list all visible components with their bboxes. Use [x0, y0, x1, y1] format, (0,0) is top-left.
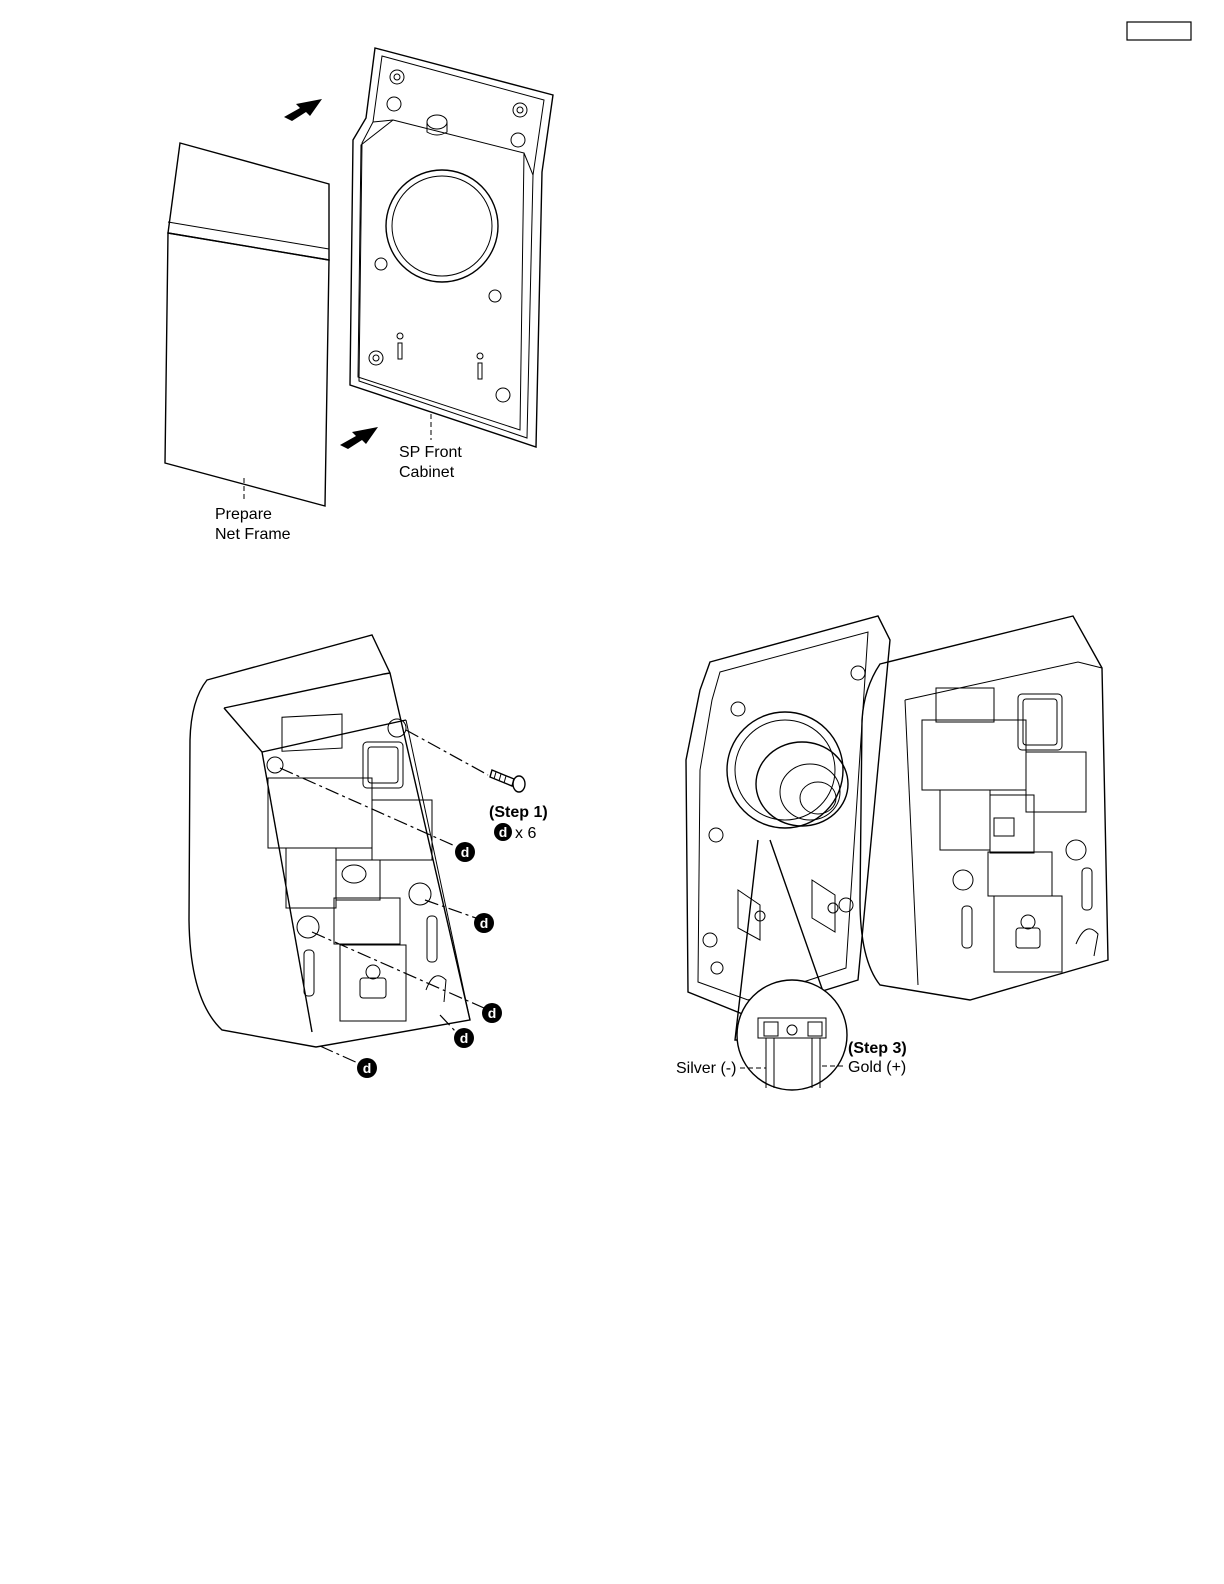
removal-arrow-bottom	[340, 427, 378, 449]
screw-icon	[490, 770, 525, 792]
net-frame-label-line2: Net Frame	[215, 526, 291, 543]
net-frame-label-line1: Prepare	[215, 506, 272, 523]
svg-text:d: d	[488, 1005, 497, 1021]
front-cabinet-open-drawing	[686, 616, 890, 1015]
screw-marker-1: d	[455, 842, 475, 862]
terminal-magnifier	[735, 840, 847, 1090]
screw-marker-legend-letter: d	[499, 824, 508, 840]
screw-count: x 6	[515, 825, 536, 842]
sp-front-cabinet-drawing	[350, 48, 553, 447]
net-frame-drawing	[165, 143, 329, 506]
step1-label: (Step 1)	[489, 804, 548, 821]
rear-cabinet-side-drawing	[860, 616, 1108, 1000]
gold-wire-label: Gold (+)	[848, 1059, 906, 1076]
rear-cabinet-screw-removal-view: (Step 1) d x 6 d d d d d	[189, 635, 548, 1078]
screw-marker-4: d	[454, 1028, 474, 1048]
screw-marker-2: d	[474, 913, 494, 933]
svg-text:d: d	[363, 1060, 372, 1076]
front-cabinet-label-line1: SP Front	[399, 444, 462, 461]
rear-cabinet-drawing	[189, 635, 470, 1047]
screw-path-6	[320, 1046, 360, 1064]
removal-arrow-top	[284, 99, 322, 121]
screw-marker-3: d	[482, 1003, 502, 1023]
svg-text:d: d	[461, 844, 470, 860]
svg-text:d: d	[480, 915, 489, 931]
screw-path-1	[406, 730, 488, 775]
svg-text:d: d	[460, 1030, 469, 1046]
speaker-wire-disconnect-view: Silver (-) (Step 3) Gold (+)	[676, 616, 1108, 1090]
silver-wire-label: Silver (-)	[676, 1060, 736, 1077]
screw-path-3	[425, 900, 476, 918]
top-exploded-view: Prepare Net Frame SP Front Cabinet	[165, 48, 553, 543]
page-number-box	[1127, 22, 1191, 40]
screw-marker-5: d	[357, 1058, 377, 1078]
front-cabinet-label-line2: Cabinet	[399, 464, 455, 481]
step3-label: (Step 3)	[848, 1040, 907, 1057]
